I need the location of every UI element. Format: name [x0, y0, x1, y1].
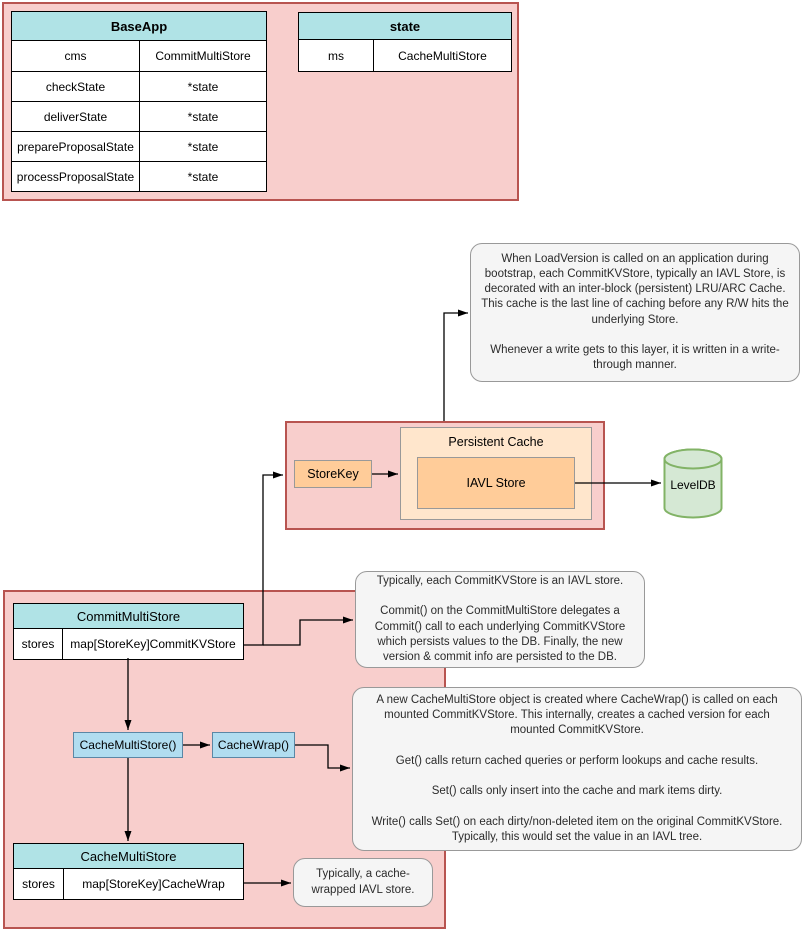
field-name: checkState — [12, 72, 140, 101]
note-text: Typically, a cache- wrapped IAVL store. — [311, 868, 415, 896]
field-type: *state — [187, 109, 219, 124]
note-cache-wrapped-iavl: Typically, a cache- wrapped IAVL store. — [293, 858, 433, 907]
state-table: state ms CacheMultiStore — [298, 12, 512, 72]
leveldb-cylinder: LevelDB — [663, 448, 723, 519]
cache-multi-store-fn-box: CacheMultiStore() — [73, 732, 183, 758]
connector-cache-to-loadversion-note — [443, 309, 468, 421]
table-row: stores map[StoreKey]CacheWrap — [14, 869, 243, 899]
field-type: map[StoreKey]CommitKVStore — [70, 637, 236, 651]
leveldb-label: LevelDB — [670, 478, 716, 492]
field-type: *state — [187, 79, 219, 94]
store-key-box: StoreKey — [294, 460, 372, 488]
field-type: *state — [187, 169, 219, 184]
field-name: prepareProposalState — [12, 132, 140, 161]
field-name: deliverState — [12, 102, 140, 131]
baseapp-table: BaseApp cms CommitMultiStore checkState … — [11, 11, 267, 192]
cache-multi-store-table: CacheMultiStore stores map[StoreKey]Cach… — [13, 843, 244, 900]
state-table-title: state — [299, 13, 511, 40]
note-load-version: When LoadVersion is called on an applica… — [470, 243, 800, 382]
iavl-store-box: IAVL Store — [417, 457, 575, 509]
field-name: processProposalState — [12, 162, 140, 191]
note-cache-wrap-details: A new CacheMultiStore object is created … — [352, 687, 802, 851]
table-row: processProposalState *state — [12, 161, 266, 191]
field-type: CommitMultiStore — [155, 49, 251, 63]
note-text: A new CacheMultiStore object is created … — [371, 694, 783, 843]
note-text: When LoadVersion is called on an applica… — [481, 252, 789, 372]
table-row: prepareProposalState *state — [12, 131, 266, 161]
baseapp-table-title: BaseApp — [12, 12, 266, 41]
field-name: stores — [14, 869, 64, 899]
note-commit-delegates: Typically, each CommitKVStore is an IAVL… — [355, 571, 645, 668]
field-name: cms — [12, 41, 140, 71]
table-row: ms CacheMultiStore — [299, 40, 511, 71]
table-row: stores map[StoreKey]CommitKVStore — [14, 629, 243, 659]
note-text: Typically, each CommitKVStore is an IAVL… — [374, 574, 626, 663]
database-icon — [663, 448, 723, 519]
table-row: deliverState *state — [12, 101, 266, 131]
commit-multi-store-table: CommitMultiStore stores map[StoreKey]Com… — [13, 603, 244, 660]
field-name: stores — [14, 629, 63, 659]
field-name: ms — [299, 40, 374, 71]
field-type: map[StoreKey]CacheWrap — [82, 877, 225, 891]
table-row: checkState *state — [12, 71, 266, 101]
field-type: *state — [187, 139, 219, 154]
cache-multi-store-title: CacheMultiStore — [14, 844, 243, 869]
cache-wrap-fn-box: CacheWrap() — [212, 732, 295, 758]
field-type: CacheMultiStore — [398, 48, 487, 63]
table-row: cms CommitMultiStore — [12, 41, 266, 71]
persistent-cache-label: Persistent Cache — [448, 435, 544, 449]
commit-multi-store-title: CommitMultiStore — [14, 604, 243, 629]
